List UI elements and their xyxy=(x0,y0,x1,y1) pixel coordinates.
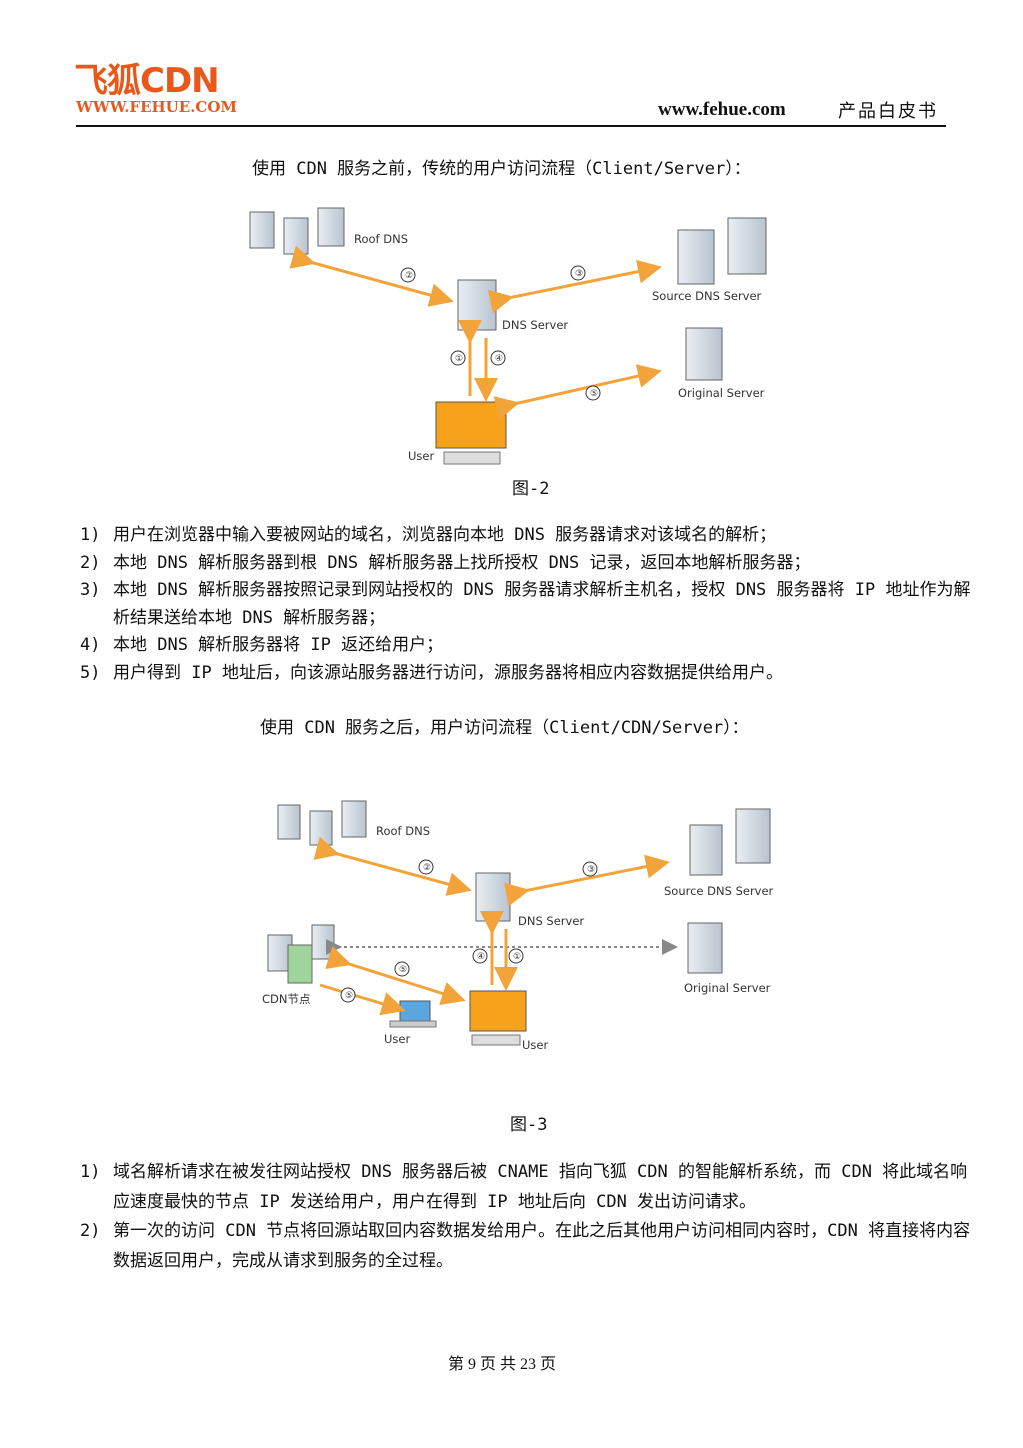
header-divider xyxy=(76,125,946,127)
cdn-node-icon xyxy=(267,924,335,984)
step-5-marker: ⑤ xyxy=(590,389,598,399)
step-2-marker: ② xyxy=(423,863,431,873)
step-1-marker: ① xyxy=(455,354,463,364)
root-dns-icon xyxy=(277,800,367,846)
step-2-marker: ② xyxy=(405,271,413,281)
section1-caption: 使用 CDN 服务之前，传统的用户访问流程（Client/Server）： xyxy=(252,159,751,179)
source-dns-icon xyxy=(689,808,771,876)
original-server-label: Original Server xyxy=(684,981,771,995)
source-dns-icon xyxy=(677,217,767,285)
source-dns-label: Source DNS Server xyxy=(664,884,774,898)
source-dns-label: Source DNS Server xyxy=(652,289,762,303)
figure-2-label: 图-2 xyxy=(512,479,550,499)
page-footer: 第 9 页 共 23 页 xyxy=(448,1356,557,1373)
root-dns-label: Roof DNS xyxy=(354,232,408,246)
list-item: 3)本地 DNS 解析服务器按照记录到网站授权的 DNS 服务器请求解析主机名，… xyxy=(80,580,971,628)
brand-logo: 飞狐CDN WWW.FEHUE.COM xyxy=(74,62,240,120)
step-3-marker: ③ xyxy=(587,865,595,875)
figure-3-diagram: Roof DNS Source DNS Server DNS Server Or… xyxy=(262,800,774,1052)
step-4-marker: ④ xyxy=(495,354,503,364)
dns-server-icon xyxy=(475,872,511,922)
step-5-marker: ⑤ xyxy=(399,965,407,975)
list-item: 1)用户在浏览器中输入要被网站的域名，浏览器向本地 DNS 服务器请求对该域名的… xyxy=(80,525,777,545)
list-item: 2)本地 DNS 解析服务器到根 DNS 解析服务器上找所授权 DNS 记录，返… xyxy=(80,552,811,573)
logo-text: 飞狐CDN xyxy=(74,61,220,101)
step-4-marker: ④ xyxy=(477,952,485,962)
step-3-marker: ③ xyxy=(575,269,583,279)
root-dns-icon xyxy=(249,207,345,255)
figure-2-diagram: Roof DNS Source DNS Server DNS Server Or… xyxy=(249,207,767,465)
figure-3-label: 图-3 xyxy=(510,1115,548,1135)
root-dns-label: Roof DNS xyxy=(376,824,430,838)
dns-server-label: DNS Server xyxy=(518,914,584,928)
dns-server-icon xyxy=(457,279,497,331)
original-server-icon xyxy=(687,922,723,974)
user-pc-icon xyxy=(435,401,507,465)
user-label: User xyxy=(408,449,434,463)
user-laptop-label: User xyxy=(384,1032,410,1046)
original-server-label: Original Server xyxy=(678,386,765,400)
section2-steps: 1)域名解析请求在被发往网站授权 DNS 服务器后被 CNAME 指向飞狐 CD… xyxy=(80,1158,980,1276)
header-doc-title: 产品白皮书 xyxy=(838,101,938,122)
dns-server-label: DNS Server xyxy=(502,318,568,332)
section1-steps: 1)用户在浏览器中输入要被网站的域名，浏览器向本地 DNS 服务器请求对该域名的… xyxy=(80,522,980,687)
list-item: 1)域名解析请求在被发往网站授权 DNS 服务器后被 CNAME 指向飞狐 CD… xyxy=(80,1162,968,1212)
laptop-icon xyxy=(389,1000,437,1028)
step-5b-marker: ⑤ xyxy=(345,991,353,1001)
cdn-node-label: CDN节点 xyxy=(262,992,311,1006)
section2-caption: 使用 CDN 服务之后，用户访问流程（Client/CDN/Server）： xyxy=(260,718,749,738)
logo-subtext: WWW.FEHUE.COM xyxy=(76,98,238,116)
list-item: 2)第一次的访问 CDN 节点将回源站取回内容数据发给用户。在此之后其他用户访问… xyxy=(80,1221,971,1271)
step-1-marker: ① xyxy=(513,952,521,962)
list-item: 5)用户得到 IP 地址后，向该源站服务器进行访问，源服务器将相应内容数据提供给… xyxy=(80,662,783,683)
original-server-icon xyxy=(685,327,723,381)
list-item: 4)本地 DNS 解析服务器将 IP 返还给用户； xyxy=(80,635,444,655)
user-desktop-label: User xyxy=(522,1038,548,1052)
user-pc-icon xyxy=(469,990,527,1046)
header-url: www.fehue.com xyxy=(658,99,786,120)
